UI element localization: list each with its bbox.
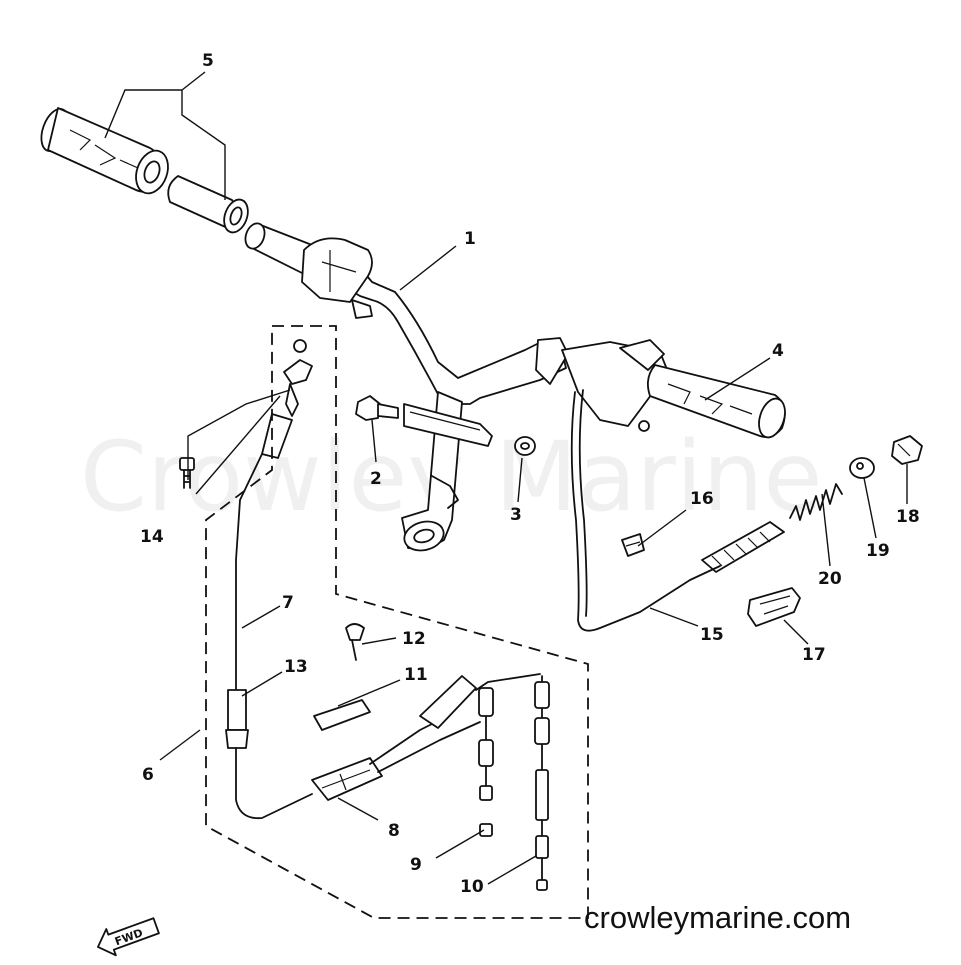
callout-2: 2 [370, 469, 382, 489]
credit-text: crowleymarine.com [584, 900, 851, 935]
callout-20: 20 [818, 569, 842, 589]
callout-10: 10 [460, 877, 484, 897]
callout-18: 18 [896, 507, 920, 527]
callout-17: 17 [802, 645, 826, 665]
callout-15: 15 [700, 625, 724, 645]
bracket-part-17 [747, 587, 801, 627]
nut-part [514, 436, 536, 456]
cap-part [891, 435, 923, 465]
bolt-part [355, 395, 399, 421]
plate-part [313, 699, 371, 731]
callout-6: 6 [142, 765, 154, 785]
callout-8: 8 [388, 821, 400, 841]
grip-part [40, 107, 169, 195]
collar-part [849, 457, 875, 479]
throttle-cable [570, 391, 721, 632]
callout-11: 11 [404, 665, 428, 685]
throttle-grip-part [535, 337, 786, 439]
screw-part-12 [345, 623, 365, 661]
callout-4: 4 [772, 341, 784, 361]
callout-1: 1 [464, 229, 476, 249]
callout-14: 14 [140, 527, 164, 547]
callout-13: 13 [284, 657, 308, 677]
callout-5: 5 [202, 51, 214, 71]
callout-7: 7 [282, 593, 294, 613]
callout-3: 3 [510, 505, 522, 525]
assembly-boundary [205, 325, 589, 919]
callout-9: 9 [410, 855, 422, 875]
clip-part-16 [621, 533, 645, 557]
callout-12: 12 [402, 629, 426, 649]
callout-19: 19 [866, 541, 890, 561]
screw-part-14 [179, 457, 195, 489]
stop-switch-part [225, 339, 550, 891]
cable-end-part [701, 521, 785, 573]
grip-sleeve-part [167, 175, 249, 234]
handle-bar-part [244, 222, 567, 552]
callout-16: 16 [690, 489, 714, 509]
spring-part [789, 483, 843, 521]
fwd-arrow-icon: FWD [97, 917, 160, 957]
